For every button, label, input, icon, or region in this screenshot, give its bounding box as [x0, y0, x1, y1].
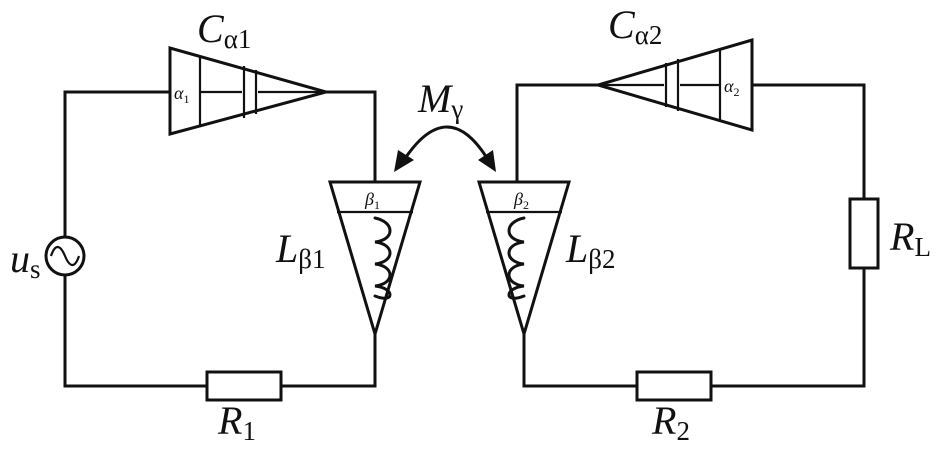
label-rl: RL	[889, 214, 931, 262]
arrowhead-right-icon	[478, 150, 496, 172]
ac-voltage-source	[44, 235, 86, 277]
label-r1: R1	[217, 398, 256, 446]
mutual-inductance-arrow	[394, 125, 496, 172]
label-c-alpha2: Cα2	[608, 2, 662, 50]
label-l-beta1-inner: β1	[364, 189, 380, 212]
resistor-r1	[205, 370, 283, 402]
label-c-alpha2-inner: α2	[724, 76, 739, 99]
label-c-alpha1: Cα1	[197, 6, 251, 54]
capacitor-c-alpha1	[168, 46, 332, 136]
label-l-beta2: Lβ2	[565, 226, 616, 274]
label-m-gamma: Mγ	[417, 76, 463, 124]
label-us: us	[10, 236, 41, 284]
inductor-l-beta2	[476, 180, 572, 340]
coil-icon	[507, 216, 526, 300]
label-l-beta2-inner: β2	[513, 189, 529, 212]
sine-wave-icon	[49, 245, 81, 267]
left-loop-wires	[63, 90, 377, 388]
coil-icon	[373, 216, 392, 300]
label-l-beta1: Lβ1	[275, 226, 326, 274]
resistor-r2	[635, 370, 713, 402]
resistor-rl	[848, 197, 880, 270]
right-loop-wires	[515, 83, 866, 388]
capacitor-c-alpha2	[592, 37, 754, 133]
inductor-l-beta1	[327, 180, 423, 340]
arrowhead-left-icon	[394, 150, 414, 172]
label-c-alpha1-inner: α1	[174, 83, 189, 106]
label-r2: R2	[651, 398, 690, 446]
